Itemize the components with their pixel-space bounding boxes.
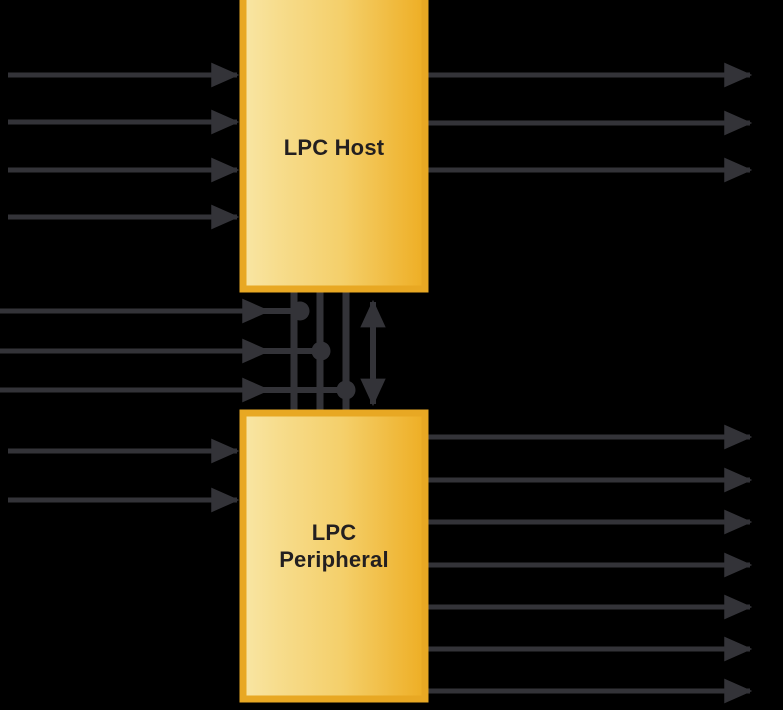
peripheral-output-arrow-group [428,424,753,704]
bus-input-arrow-group [0,298,271,403]
block-lpc-peripheral-rect[interactable] [239,409,429,703]
peripheral-input-arrow-group [8,438,240,513]
host-input-arrow-group [8,62,240,230]
bus-stub-group [262,308,347,393]
block-lpc-host-rect[interactable] [239,0,429,293]
junction-dot-1 [290,301,310,321]
host-output-arrow-group [428,62,753,183]
block-lpc-peripheral[interactable] [239,409,429,703]
block-lpc-host[interactable] [239,0,429,293]
bus-junction-dot-group [290,301,356,400]
junction-dot-2 [311,341,331,361]
junction-dot-3 [336,380,356,400]
